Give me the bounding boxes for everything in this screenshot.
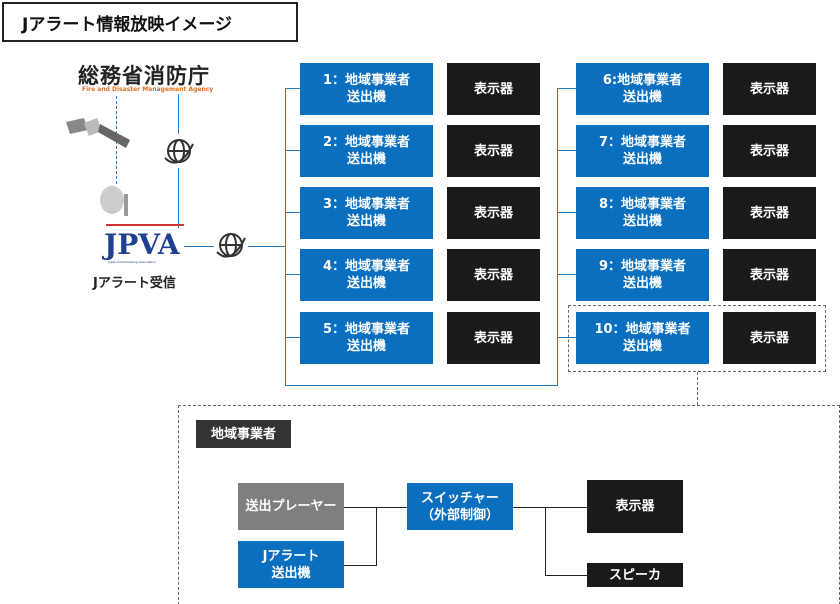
jpva-logo: JPVA [104, 228, 180, 261]
sender-box-2: 2：地域事業者 送出機 [300, 125, 433, 177]
display-box-1: 表示器 [447, 63, 540, 115]
sender-box-6: 6:地域事業者 送出機 [576, 63, 709, 115]
jalert-sender-box: Jアラート 送出機 [238, 541, 344, 588]
sender-box-10: 10：地域事業者 送出機 [576, 312, 709, 364]
sender-box-9: 9：地域事業者 送出機 [576, 249, 709, 301]
satellite-dish-icon [100, 186, 128, 216]
sender-box-7: 7：地域事業者 送出機 [576, 125, 709, 177]
display-box-3: 表示器 [447, 187, 540, 239]
display-box-4: 表示器 [447, 249, 540, 301]
detail-heading: 地域事業者 [196, 420, 291, 448]
jalert-receive-label: Jアラート受信 [93, 276, 176, 291]
display-box: 表示器 [587, 480, 683, 533]
display-box-7: 表示器 [723, 125, 816, 177]
globe-icon [214, 228, 248, 262]
display-box-5: 表示器 [447, 312, 540, 364]
sender-box-8: 8：地域事業者 送出機 [576, 187, 709, 239]
jpva-subtitle: Japan PublicViewing Association [108, 260, 156, 264]
display-box-10: 表示器 [723, 312, 816, 364]
sender-box-1: 1：地域事業者 送出機 [300, 63, 433, 115]
display-box-2: 表示器 [447, 125, 540, 177]
display-box-6: 表示器 [723, 63, 816, 115]
sender-box-3: 3：地域事業者 送出機 [300, 187, 433, 239]
display-box-8: 表示器 [723, 187, 816, 239]
fdma-name: 総務省消防庁 [78, 64, 210, 88]
diagram-title: Jアラート情報放映イメージ [2, 2, 298, 42]
globe-icon [162, 134, 196, 168]
fdma-english: Fire and Disaster Management Agency [82, 86, 214, 93]
highlight-frame [568, 305, 826, 372]
display-box-9: 表示器 [723, 249, 816, 301]
satellite-icon [66, 118, 130, 148]
speaker-box: スピーカ [587, 563, 683, 587]
sender-box-4: 4：地域事業者 送出機 [300, 249, 433, 301]
sender-box-5: 5：地域事業者 送出機 [300, 312, 433, 364]
player-box: 送出プレーヤー [238, 483, 344, 530]
switcher-box: スイッチャー （外部制御） [407, 483, 513, 530]
